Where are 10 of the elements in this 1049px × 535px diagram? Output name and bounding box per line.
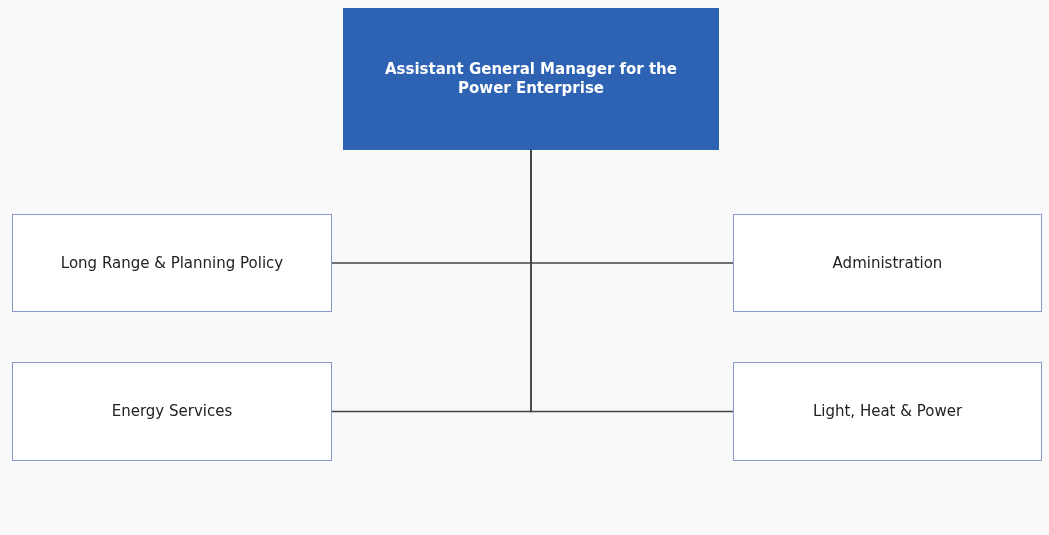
department-box xyxy=(733,362,1042,461)
box-label: Light, Heat & Power xyxy=(812,402,963,421)
department-box xyxy=(12,214,332,312)
box-label: Administration xyxy=(832,253,943,273)
department-box xyxy=(12,362,332,461)
box-label: Energy Services xyxy=(111,402,233,421)
box-label: Long Range & Planning Policy xyxy=(60,253,284,273)
manager-box xyxy=(343,8,719,150)
box-label: Assistant General Manager for the Power Enterprise xyxy=(384,60,678,98)
department-box xyxy=(733,214,1042,312)
